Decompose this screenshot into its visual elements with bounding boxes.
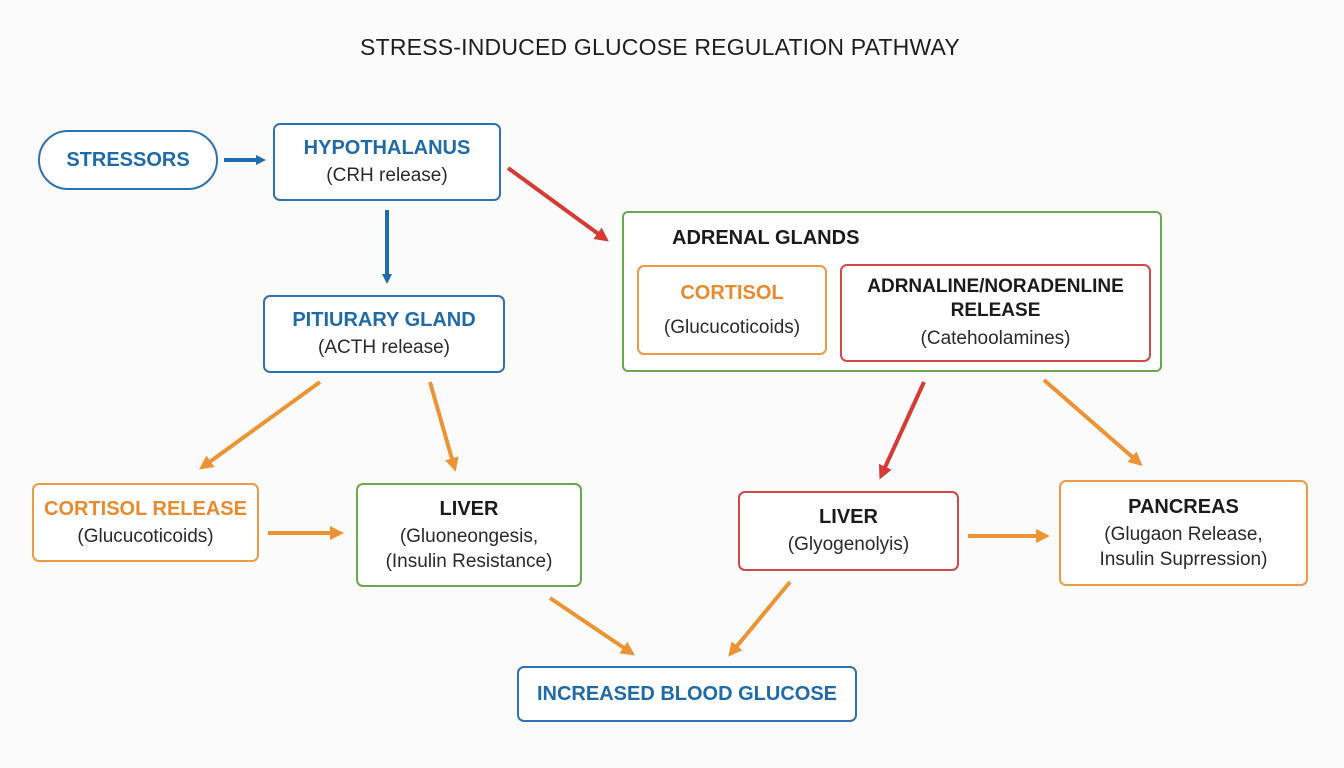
node-adrenaline-label: ADRNALINE/NORADENLINE RELEASE bbox=[867, 276, 1124, 321]
node-pituitary-detail: (ACTH release) bbox=[318, 337, 450, 358]
arrow-adrenal-to-pancreas bbox=[1042, 378, 1143, 466]
arrow-hypothalamus-to-adrenal bbox=[506, 166, 609, 242]
node-stressors-label: STRESSORS bbox=[66, 149, 190, 171]
node-pituitary-gland: PITIURARY GLAND (ACTH release) bbox=[263, 295, 505, 373]
node-adrenal-cortisol-detail: (Glucucoticoids) bbox=[663, 316, 801, 338]
node-adrenal-cortisol-label: CORTISOL bbox=[680, 281, 784, 304]
node-cortisol-release-detail: (Glucucoticoids) bbox=[77, 525, 214, 547]
arrow-pituitary-to-cortisol-release bbox=[199, 380, 322, 470]
node-adrenaline-release: ADRNALINE/NORADENLINE RELEASE (Catehoola… bbox=[840, 264, 1151, 362]
node-cortisol-release: CORTISOL RELEASE (Glucucoticoids) bbox=[32, 483, 259, 562]
node-increased-blood-glucose: INCREASED BLOOD GLUCOSE bbox=[517, 666, 857, 722]
arrow-adrenal-to-liver-right bbox=[878, 381, 926, 480]
node-pancreas: PANCREAS (Glugaon Release, Insulin Suprr… bbox=[1059, 480, 1308, 586]
node-hypothalamus-detail: (CRH release) bbox=[326, 165, 448, 186]
node-pituitary-label: PITIURARY GLAND bbox=[292, 309, 476, 331]
node-liver-left-detail: (Gluoneongesis, (Insulin Resistance) bbox=[385, 525, 553, 572]
node-liver-glycogenolysis: LIVER (Glyogenolyis) bbox=[738, 491, 959, 571]
node-liver-left-label: LIVER bbox=[439, 497, 499, 520]
node-hypothalamus: HYPOTHALANUS (CRH release) bbox=[273, 123, 501, 201]
adrenal-glands-title: ADRENAL GLANDS bbox=[672, 227, 860, 249]
node-liver-right-label: LIVER bbox=[819, 506, 878, 528]
node-adrenaline-detail: (Catehoolamines) bbox=[920, 328, 1071, 349]
node-pancreas-detail: (Glugaon Release, Insulin Suprression) bbox=[1099, 523, 1268, 570]
arrow-liver-left-to-glucose bbox=[548, 596, 635, 656]
node-hypothalamus-label: HYPOTHALANUS bbox=[303, 137, 471, 159]
node-cortisol-release-label: CORTISOL RELEASE bbox=[44, 497, 247, 520]
node-liver-right-detail: (Glyogenolyis) bbox=[787, 534, 910, 555]
node-glucose-label: INCREASED BLOOD GLUCOSE bbox=[536, 683, 838, 705]
node-adrenal-cortisol: CORTISOL (Glucucoticoids) bbox=[637, 265, 827, 355]
node-liver-gluconeogenesis: LIVER (Gluoneongesis, (Insulin Resistanc… bbox=[356, 483, 582, 587]
arrow-pituitary-to-liver-left bbox=[428, 381, 459, 472]
node-stressors: STRESSORS bbox=[38, 130, 218, 190]
node-pancreas-label: PANCREAS bbox=[1128, 495, 1239, 518]
arrow-liver-right-to-glucose bbox=[728, 580, 792, 657]
diagram-title: STRESS-INDUCED GLUCOSE REGULATION PATHWA… bbox=[360, 34, 960, 60]
